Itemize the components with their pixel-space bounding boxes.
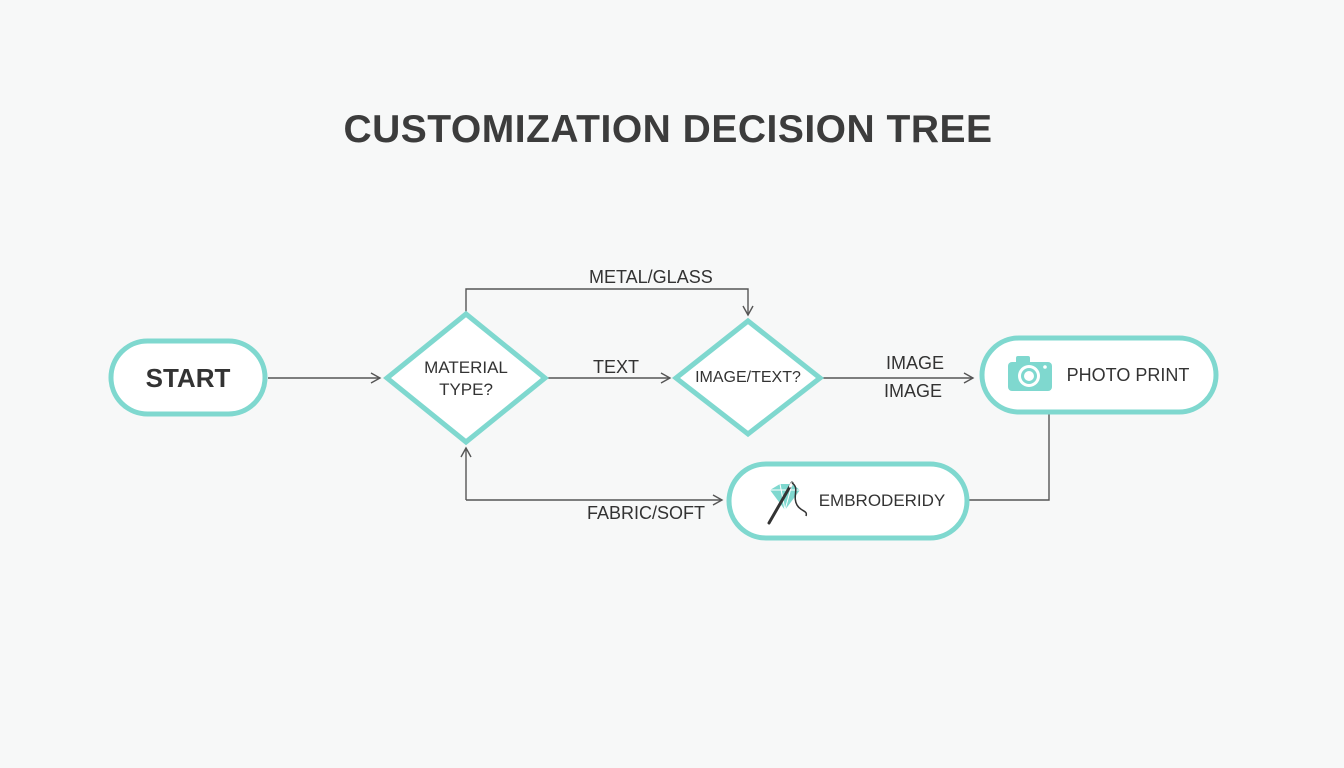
start-node[interactable] (108, 338, 268, 417)
image-text-label: IMAGE/TEXT? (695, 369, 801, 386)
edge-metal-glass (465, 288, 754, 317)
material-label-line2: TYPE? (439, 380, 493, 399)
photo-print-label: PHOTO PRINT (1066, 365, 1190, 385)
edge-label-text: TEXT (593, 357, 640, 377)
material-type-decision[interactable] (383, 310, 549, 446)
photo-print-node[interactable] (979, 335, 1219, 415)
embroidery-label: EMBRODERIDY (818, 491, 946, 510)
diagram-title: CUSTOMIZATION DECISION TREE (343, 108, 993, 151)
image-text-decision[interactable] (671, 317, 825, 438)
edge-label-image-top: IMAGE (886, 353, 945, 373)
start-label: START (145, 363, 231, 393)
edge-label-fabric-soft: FABRIC/SOFT (587, 503, 706, 523)
material-label-line1: MATERIAL (424, 358, 508, 377)
camera-icon (1008, 356, 1052, 391)
needle-diamond-icon (767, 481, 808, 525)
edge-label-metal-glass: METAL/GLASS (589, 267, 713, 287)
embroidery-node[interactable] (726, 461, 970, 541)
edge-photo-print-to-embroidery (969, 414, 1050, 501)
edge-label-image-bottom: IMAGE (884, 381, 943, 401)
